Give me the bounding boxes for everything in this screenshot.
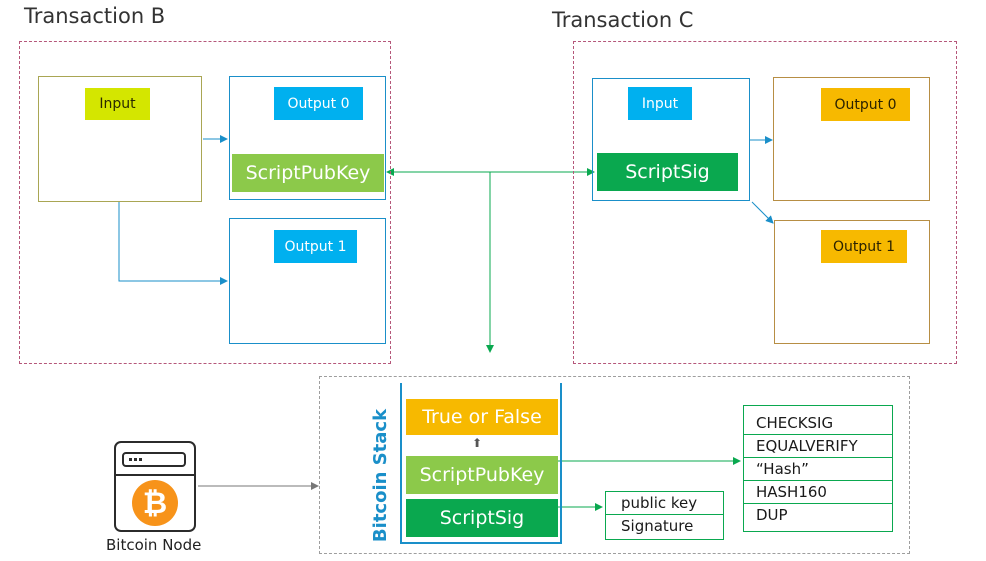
list-item: CHECKSIG [744, 412, 892, 435]
tx-c-input-box [592, 78, 750, 201]
bitcoin-symbol: ₿ [142, 485, 168, 521]
transaction-c-region [573, 41, 957, 364]
list-item: “Hash” [744, 458, 892, 481]
tx-c-output0-box [773, 77, 930, 201]
scriptpubkey-ops-list: CHECKSIG EQUALVERIFY “Hash” HASH160 DUP [743, 405, 893, 532]
verification-region [319, 376, 910, 554]
tx-c-output1-tag: Output 1 [821, 230, 907, 263]
scriptsig-block: ScriptSig [597, 153, 738, 191]
tx-b-output1-tag: Output 1 [274, 230, 357, 263]
tx-c-output0-tag: Output 0 [821, 88, 910, 121]
stack-label: Bitcoin Stack [370, 408, 392, 542]
arrow-c-to-output1 [751, 201, 774, 224]
list-item: EQUALVERIFY [744, 435, 892, 458]
tx-b-output0-tag: Output 0 [274, 87, 363, 120]
stack-scriptpubkey: ScriptPubKey [406, 456, 558, 494]
scriptsig-parts-list: public key Signature [605, 491, 724, 540]
arrow-input-to-output1 [118, 202, 228, 285]
tx-c-input-tag: Input [628, 87, 692, 120]
list-item: HASH160 [744, 481, 892, 504]
tx-c-output1-box [774, 220, 930, 344]
transaction-c-title: Transaction C [552, 8, 694, 32]
bitcoin-node-caption: Bitcoin Node [106, 536, 202, 554]
list-item: Signature [621, 517, 694, 535]
stack-container [400, 383, 562, 544]
list-item: DUP [756, 506, 788, 524]
up-arrow-icon: ⬆ [471, 436, 483, 450]
tx-b-input-box [38, 76, 202, 202]
transaction-b-title: Transaction B [24, 4, 166, 28]
stack-scriptsig: ScriptSig [406, 499, 558, 537]
scriptpubkey-block: ScriptPubKey [232, 154, 384, 192]
tx-b-output0-box [229, 76, 386, 200]
transaction-b-region [19, 41, 391, 364]
bitcoin-node-server-icon: ₿ [114, 441, 196, 532]
tx-b-output1-box [229, 218, 386, 344]
tx-b-input-tag: Input [85, 88, 150, 120]
stack-top-result: True or False [406, 399, 558, 435]
list-item: public key [606, 492, 723, 515]
